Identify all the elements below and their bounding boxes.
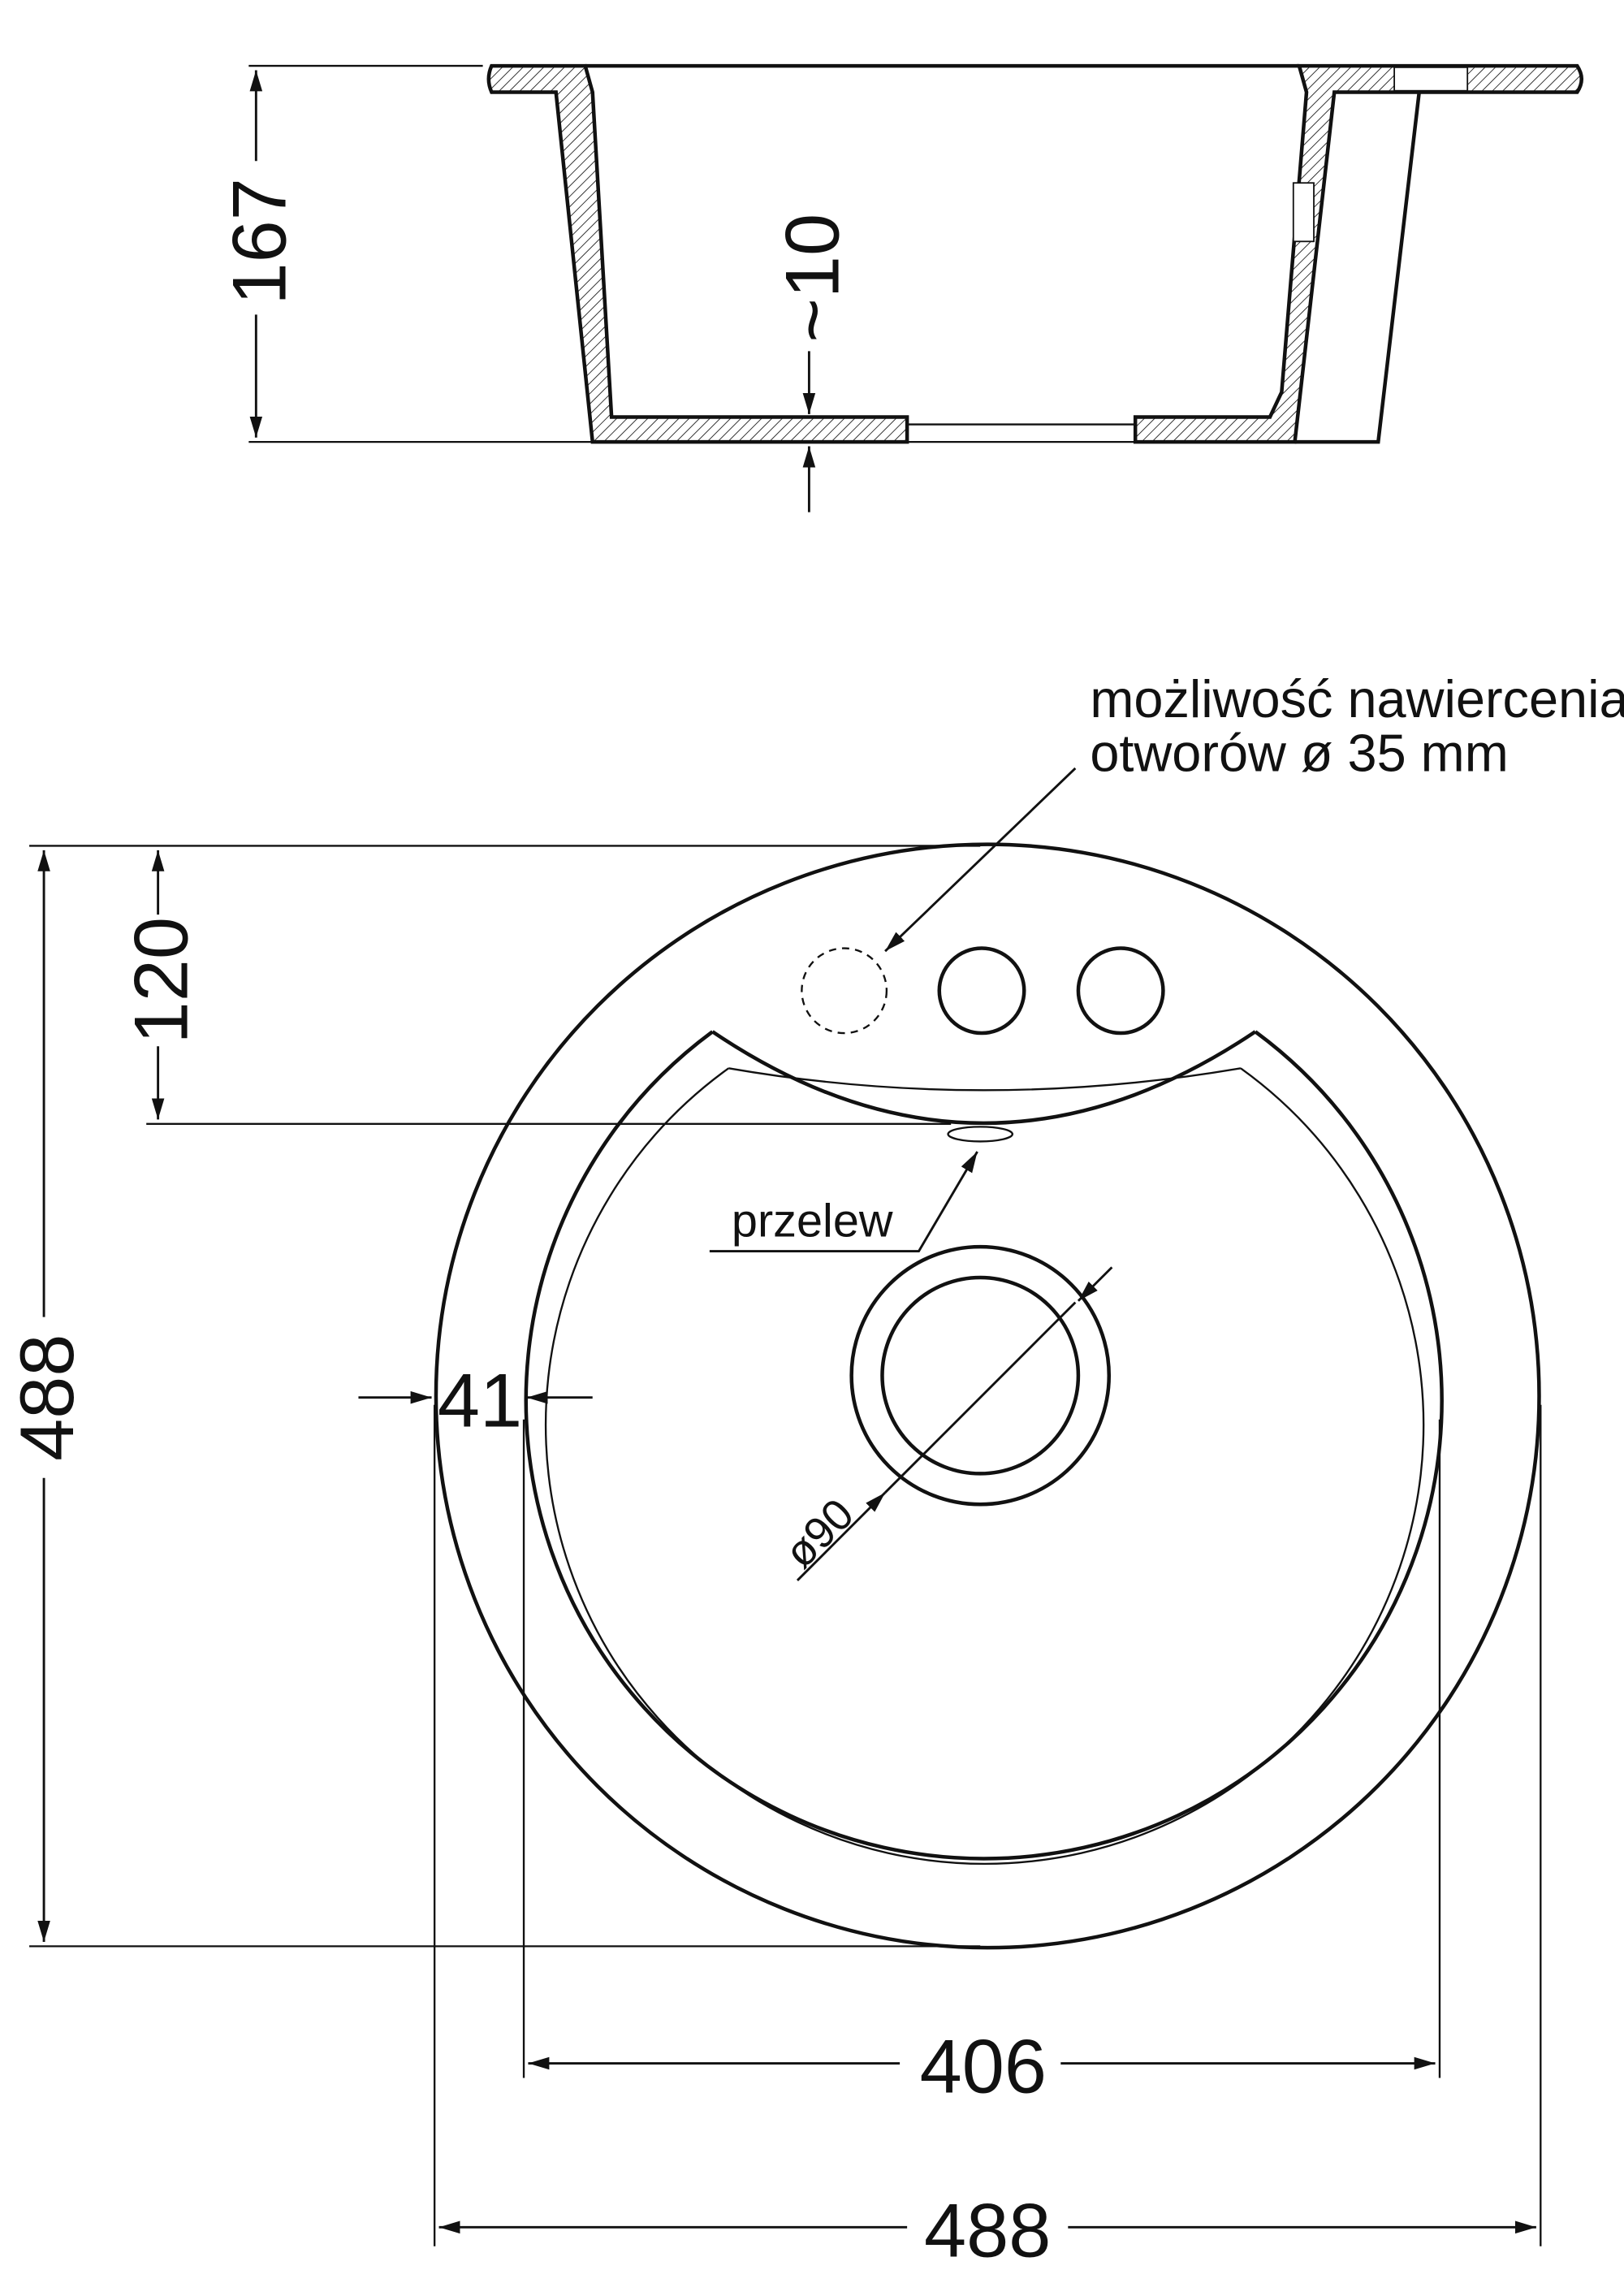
tap-hole — [1076, 946, 1165, 1036]
dim-rim-41: 41 — [438, 1358, 522, 1443]
dim-width-488: 488 — [924, 2187, 1051, 2272]
bowl-outline — [524, 1030, 1444, 1861]
dim-height-167: 167 — [216, 178, 301, 305]
overflow-hole — [947, 1126, 1014, 1143]
tap-hole-optional — [801, 947, 888, 1035]
dim-depth-488: 488 — [4, 1334, 89, 1461]
right-rim-section — [1133, 63, 1583, 444]
dim-faucet-offset-120: 120 — [119, 917, 204, 1044]
faucet-shelf — [711, 1030, 1257, 1126]
dim-drain-diameter: ø90 — [775, 1490, 863, 1577]
overflow-label: przelew — [732, 1196, 893, 1247]
dim-wall-thickness: ~10 — [769, 214, 854, 343]
sink-outline — [434, 842, 1541, 1950]
drain-inner — [880, 1275, 1081, 1476]
top-view — [434, 842, 1541, 1950]
drill-note-line1: możliwość nawiercenia — [1090, 669, 1624, 729]
drill-note-line2: otworów ø 35 mm — [1090, 724, 1508, 783]
drain-outer — [849, 1244, 1112, 1507]
side-section-view: 167 ~10 — [216, 63, 1583, 512]
left-rim-section — [486, 63, 909, 444]
tap-hole — [937, 946, 1026, 1036]
dim-bowl-406: 406 — [920, 2024, 1047, 2109]
